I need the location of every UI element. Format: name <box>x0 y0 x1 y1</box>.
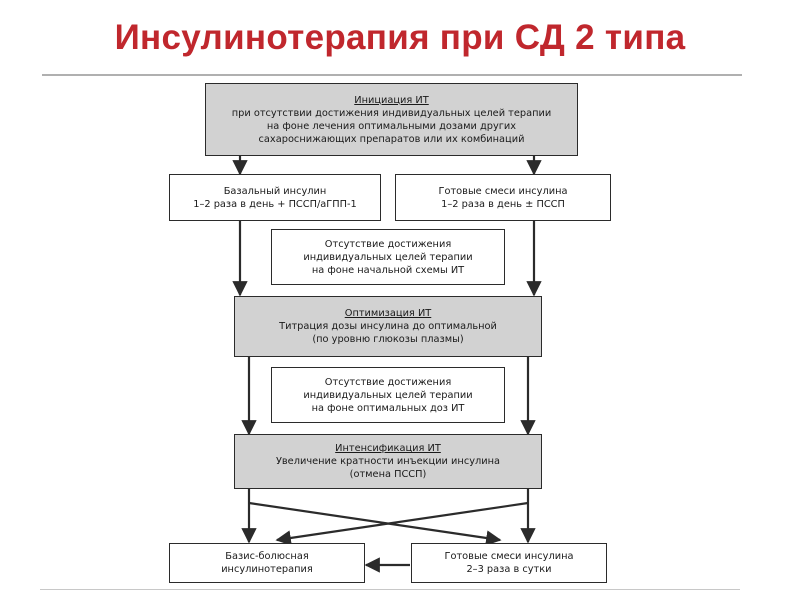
failure-initial-scheme-box: Отсутствие достижения индивидуальных цел… <box>271 229 505 285</box>
intensification-line-1: Увеличение кратности инъекции инсулина <box>275 456 501 467</box>
premixed-insulin-end-box: Готовые смеси инсулина 2–3 раза в сутки <box>411 543 607 583</box>
mix-end-line-2: 2–3 раза в сутки <box>466 564 552 575</box>
arrow-cross-left-to-right <box>248 501 502 546</box>
optimization-line-1: Титрация дозы инсулина до оптимальной <box>279 321 497 332</box>
basal-insulin-box: Базальный инсулин 1–2 раза в день + ПССП… <box>169 174 381 221</box>
basis-bolus-box: Базис-болюсная инсулинотерапия <box>169 543 365 583</box>
initiation-line-3: сахароснижающих препаратов или их комбин… <box>258 133 525 145</box>
basis-bolus-line-2: инсулинотерапия <box>221 564 313 575</box>
fail-start-line-3: на фоне начальной схемы ИТ <box>311 264 465 276</box>
optimization-box: Оптимизация ИТ Титрация дозы инсулина до… <box>234 296 542 357</box>
initiation-box: Инициация ИТ при отсутствии достижения и… <box>205 83 578 156</box>
fail-start-line-2: индивидуальных целей терапии <box>303 251 473 263</box>
intensification-heading: Интенсификация ИТ <box>335 443 441 454</box>
fail-opt-line-2: индивидуальных целей терапии <box>303 389 473 401</box>
basal-line-2: 1–2 раза в день + ПССП/аГПП-1 <box>193 198 357 210</box>
footer-rule <box>40 589 740 590</box>
mix-start-line-1: Готовые смеси инсулина <box>438 185 568 197</box>
initiation-line-1: при отсутствии достижения индивидуальных… <box>231 107 552 119</box>
optimization-heading: Оптимизация ИТ <box>344 308 432 319</box>
slide-title: Инсулинотерапия при СД 2 типа <box>114 18 686 57</box>
optimization-line-2: (по уровню глюкозы плазмы) <box>312 334 464 345</box>
basal-line-1: Базальный инсулин <box>223 185 327 197</box>
title-underline <box>42 74 742 76</box>
fail-start-line-1: Отсутствие достижения <box>324 238 452 250</box>
premixed-insulin-start-box: Готовые смеси инсулина 1–2 раза в день ±… <box>395 174 611 221</box>
intensification-line-2: (отмена ПССП) <box>349 469 427 480</box>
failure-optimal-doses-box: Отсутствие достижения индивидуальных цел… <box>271 367 505 423</box>
initiation-heading: Инициация ИТ <box>354 94 429 106</box>
fail-opt-line-1: Отсутствие достижения <box>324 376 452 388</box>
basis-bolus-line-1: Базис-болюсная <box>225 551 309 562</box>
mix-end-line-1: Готовые смеси инсулина <box>444 551 574 562</box>
arrow-cross-right-to-left <box>275 501 529 546</box>
intensification-box: Интенсификация ИТ Увеличение кратности и… <box>234 434 542 489</box>
mix-start-line-2: 1–2 раза в день ± ПССП <box>441 198 565 210</box>
initiation-line-2: на фоне лечения оптимальными дозами друг… <box>266 120 517 132</box>
fail-opt-line-3: на фоне оптимальных доз ИТ <box>311 402 465 414</box>
